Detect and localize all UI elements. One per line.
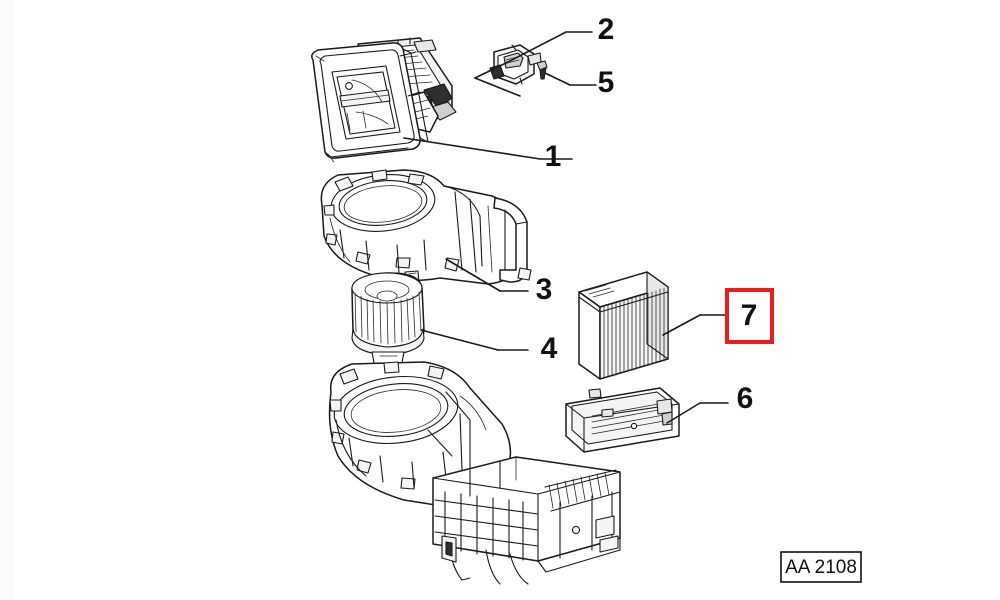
callout-3[interactable]: 3 [536, 273, 553, 306]
leader-line-7 [662, 314, 701, 336]
callout-5[interactable]: 5 [598, 66, 615, 99]
leader-line-5 [544, 72, 571, 86]
plate-code-text: AA 2108 [785, 557, 857, 578]
part-blower-housing[interactable] [320, 169, 532, 285]
plate-code-box: AA 2108 [780, 551, 862, 583]
part-lower-hvac-case[interactable] [328, 361, 621, 585]
leader-line-4 [420, 329, 499, 351]
part-blower-fan[interactable] [351, 272, 425, 383]
leader-line-1 [403, 137, 541, 160]
part-screw[interactable] [536, 60, 548, 80]
filter-pleats [603, 287, 665, 379]
page-edge-band [0, 0, 14, 600]
leader-lines [403, 31, 739, 424]
filter-slot-ribs [544, 469, 621, 512]
leader-line-2 [474, 62, 507, 79]
callout-7-highlight-box [725, 288, 774, 344]
part-actuator-motor[interactable] [489, 44, 542, 85]
callout-1[interactable]: 1 [545, 140, 562, 173]
callout-4[interactable]: 4 [541, 332, 558, 365]
leader-line-3 [445, 258, 501, 292]
filter-top-pleat-ticks [584, 284, 615, 298]
highlighted-callout-7[interactable]: 7 [725, 288, 774, 344]
part-air-intake-housing[interactable] [311, 37, 457, 163]
callout-7[interactable]: 7 [741, 299, 758, 332]
plate-code-border [780, 551, 862, 583]
part-filter-cover[interactable] [565, 387, 680, 453]
callout-labels: 1 2 3 4 5 6 [536, 13, 754, 415]
leader-line-6 [666, 402, 701, 424]
part-cabin-air-filter[interactable] [578, 271, 669, 380]
callout-6[interactable]: 6 [737, 382, 754, 415]
callout-2[interactable]: 2 [598, 13, 615, 46]
